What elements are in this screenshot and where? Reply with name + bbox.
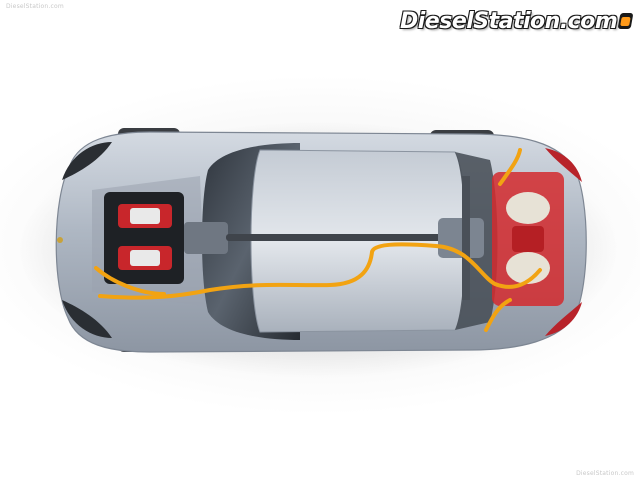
hv-cable-rear bbox=[498, 148, 522, 186]
headlight-left bbox=[62, 142, 112, 180]
watermark-top-left: DieselStation.com bbox=[6, 3, 64, 10]
hv-cable-main bbox=[98, 242, 542, 300]
brand-emblem bbox=[57, 237, 63, 243]
hv-cable-front bbox=[94, 266, 166, 296]
site-logo-text: DieselStation.com bbox=[399, 8, 618, 35]
driveshaft bbox=[226, 234, 442, 241]
hv-cables bbox=[94, 148, 542, 332]
site-logo: DieselStation.com bbox=[399, 6, 634, 36]
taillight-right bbox=[545, 302, 582, 336]
watermark-bottom-right: DieselStation.com bbox=[576, 470, 634, 477]
engine bbox=[104, 192, 184, 284]
drivetrain bbox=[184, 176, 484, 300]
rear-axle bbox=[462, 176, 470, 300]
hv-cable-rear-2 bbox=[484, 298, 512, 332]
taillight-left bbox=[545, 148, 582, 182]
transmission bbox=[184, 222, 228, 254]
battery-pack bbox=[492, 172, 564, 306]
headlight-right bbox=[62, 300, 112, 338]
